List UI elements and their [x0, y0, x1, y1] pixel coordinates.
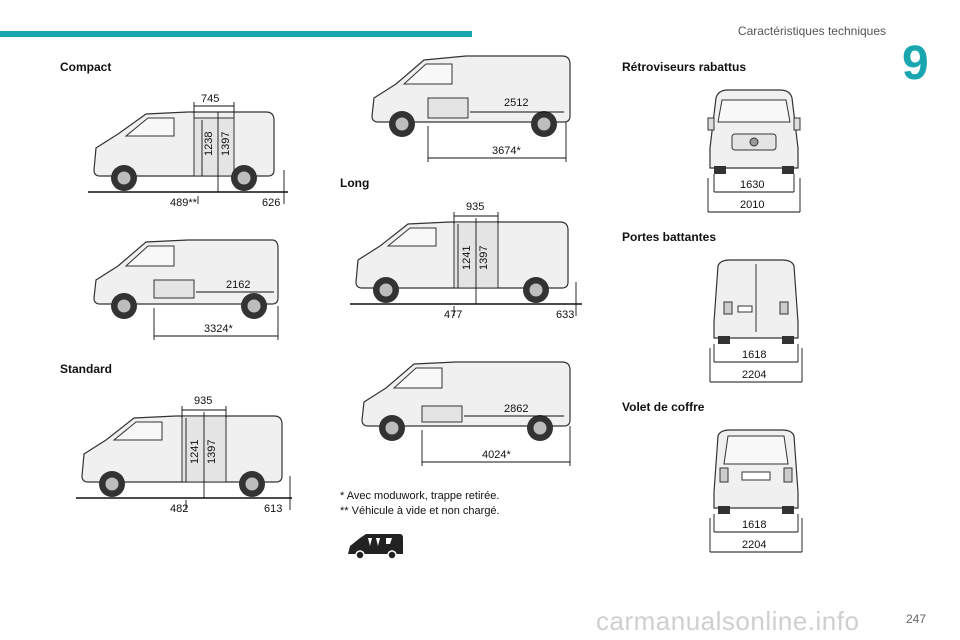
dim-standard-rear: 613 [264, 503, 282, 515]
standard-cargo-diagram: 2512 3674* [366, 48, 576, 164]
standard-side-diagram: 935 1241 1397 482 613 [76, 392, 298, 516]
section-title: Caractéristiques techniques [737, 24, 886, 38]
dim-standard-total: 3674* [492, 145, 521, 157]
rear-doors-diagram: 1618 2204 [708, 258, 804, 384]
dim-compact-rear: 626 [262, 197, 280, 209]
dim-long-front: 477 [444, 309, 462, 321]
rear-tailgate-diagram: 1618 2204 [708, 428, 804, 554]
footnote-2: ** Véhicule à vide et non chargé. [340, 505, 500, 517]
watermark: carmanualsonline.info [596, 606, 860, 636]
label-long: Long [340, 176, 370, 190]
dim-long-h2: 1397 [478, 246, 490, 270]
dim-long-total: 4024* [482, 449, 511, 461]
label-mirrors-folded: Rétroviseurs rabattus [622, 60, 747, 74]
dim-standard-roof: 935 [194, 395, 212, 407]
dim-front-inner: 1630 [740, 179, 764, 191]
compact-side-diagram: 745 1238 1397 489** 626 [88, 92, 298, 210]
label-swing-doors: Portes battantes [622, 230, 717, 244]
chapter-number: 9 [902, 37, 929, 90]
dim-standard-h1: 1241 [189, 440, 201, 464]
long-side-diagram: 935 1241 1397 477 633 [350, 198, 588, 322]
dim-compact-roof: 745 [201, 93, 219, 105]
label-standard: Standard [60, 362, 113, 376]
dim-standard-cargo: 2512 [504, 97, 528, 109]
label-compact: Compact [60, 60, 112, 74]
dim-long-cargo: 2862 [504, 403, 528, 415]
dim-compact-front: 489** [170, 197, 198, 209]
long-cargo-diagram: 2862 4024* [356, 352, 576, 468]
dim-compact-h2: 1397 [220, 132, 232, 156]
dim-tailgate-inner: 1618 [742, 519, 766, 531]
dim-front-outer: 2010 [740, 199, 764, 211]
footnote-1: * Avec moduwork, trappe retirée. [340, 490, 500, 502]
page-number: 247 [905, 612, 926, 626]
header-accent-bar [0, 31, 472, 37]
dim-long-rear: 633 [556, 309, 574, 321]
van-pictogram-icon [346, 532, 404, 560]
front-view-diagram: 1630 2010 [704, 88, 804, 214]
dim-doors-outer: 2204 [742, 369, 766, 381]
compact-cargo-diagram: 2162 3324* [88, 236, 288, 346]
dim-standard-front: 482 [170, 503, 188, 515]
label-tailgate: Volet de coffre [622, 400, 705, 414]
dim-compact-h1: 1238 [203, 132, 215, 156]
dim-compact-total: 3324* [204, 323, 233, 335]
dim-long-h1: 1241 [461, 246, 473, 270]
dim-standard-h2: 1397 [206, 440, 218, 464]
dim-long-roof: 935 [466, 201, 484, 213]
dim-tailgate-outer: 2204 [742, 539, 766, 551]
dim-compact-cargo: 2162 [226, 279, 250, 291]
dim-doors-inner: 1618 [742, 349, 766, 361]
